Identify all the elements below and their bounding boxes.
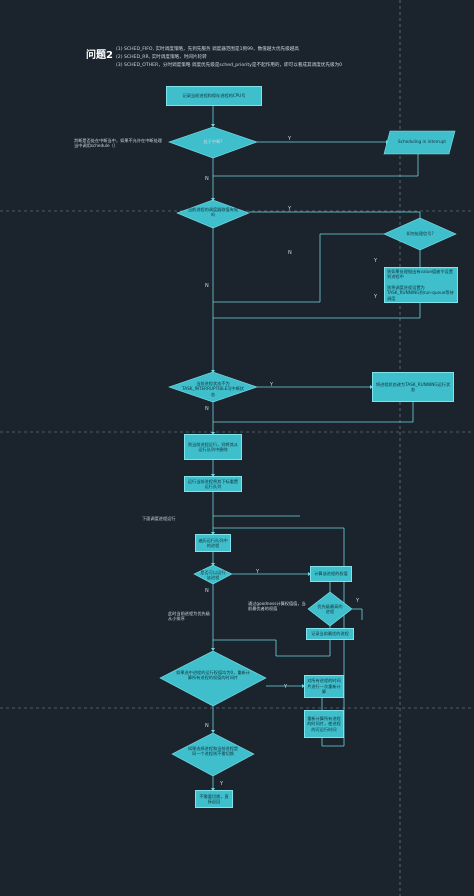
node-calc-weight: 计算该进程的权值: [310, 566, 352, 582]
node-end: 不需要切换，直接返回: [195, 790, 233, 808]
decision-runnable-label: 是否可以运行该进程: [200, 570, 226, 581]
scheduling-in-interrupt-label: Scheduling in interrupt: [398, 139, 446, 144]
node-recalc-2: 重新计算所有进程的时间片，使进程的可运行时间: [304, 710, 344, 738]
label-yes-runnable: Y: [256, 569, 260, 575]
goodness-note: 通过goodness计算权值值，当前最优者的权值: [248, 601, 306, 612]
left-mid-note: 此时当前进程为优先级从小排序: [168, 611, 210, 622]
decision-runnable: [193, 564, 233, 585]
label-yes-lock: Y: [288, 206, 292, 212]
label-no-all-zero: N: [205, 723, 209, 729]
note-line-3: (3) SCHED_OTHER，分时调度策略 调度优先级是sched_prior…: [116, 63, 343, 68]
label-yes-switch: Y: [220, 781, 224, 787]
node-task-running: 将进程状态改为TASK_RUNNING运行状态: [372, 372, 454, 402]
decision-all-zero: [159, 650, 267, 707]
note-line-2: (2) SCHED_RR, 实时调度策略，时间片轮转: [116, 55, 207, 60]
decision-lock: [176, 199, 250, 229]
decision-best-label: 优先级最高的进程: [317, 604, 343, 615]
decision-state: [168, 371, 258, 403]
label-yes-all-zero: Y: [284, 684, 288, 690]
label-yes-signal-2: Y: [374, 294, 378, 300]
label-yes-signal: Y: [374, 258, 378, 264]
node-signal-handling: 则如果处理抛出有value值被令设置到进程中 则将调度进程设置为TASK_RUN…: [384, 267, 458, 303]
page-title: 问题2: [86, 50, 113, 61]
label-no-state: N: [205, 406, 209, 412]
label-no-signal: N: [288, 250, 292, 256]
decision-shapes: [159, 126, 457, 777]
node-pick-next: 运行当前进程将其下标重置运行队列: [184, 476, 242, 492]
decision-interrupt: [168, 126, 258, 159]
node-update-best: 记录当前最优的进程: [306, 628, 354, 640]
note-line-1: (1) SCHED_FIFO, 实时调度策略，先到先服务 调度器范围是1到99，…: [116, 47, 299, 52]
node-remove-runqueue: 则当前进程运行，则将其从运行队列中删除: [184, 434, 242, 460]
decision-interrupt-label: 处于中断?: [203, 139, 223, 144]
io-scheduling-in-interrupt: [383, 130, 456, 155]
node-loop-head: 遍历运行队列中的进程: [195, 534, 231, 552]
label-yes-state: Y: [270, 382, 274, 388]
decision-lock-label: 当前进程的调度器取值有效吗: [187, 207, 239, 218]
interrupt-side-note: 判断是否处在中断当中，如果不允许在中断处理当中调用schedule（）: [74, 138, 162, 149]
label-yes-interrupt: Y: [288, 136, 292, 142]
decision-switch: [171, 732, 255, 777]
label-no-runnable: N: [205, 588, 209, 594]
decision-best: [307, 591, 353, 627]
decision-state-label: 当前进程状态不为TASK_INTERRUPTIBLE可中断状态: [182, 381, 244, 397]
decision-all-zero-label: 如果选中进程的运行权值均为0，重新计算所有进程的权值的时间片: [176, 670, 250, 681]
label-no-interrupt: N: [205, 176, 209, 182]
below-note: 下面调度进程运行: [142, 516, 176, 521]
label-no-lock: N: [205, 283, 209, 289]
label-yes-best: Y: [356, 598, 360, 604]
decision-signal-label: 如何处理信号?: [406, 231, 434, 236]
node-recalc-1: 对所有进程的时间片进行一次重新计算: [304, 675, 344, 698]
decision-signal: [383, 217, 457, 251]
flow-arrows: [212, 106, 421, 790]
decision-switch-label: 如果选择进程和当前进程是同一个进程则不需切换: [187, 746, 239, 757]
node-start: 记录当前进程和保存进程的CPU号: [166, 86, 262, 106]
